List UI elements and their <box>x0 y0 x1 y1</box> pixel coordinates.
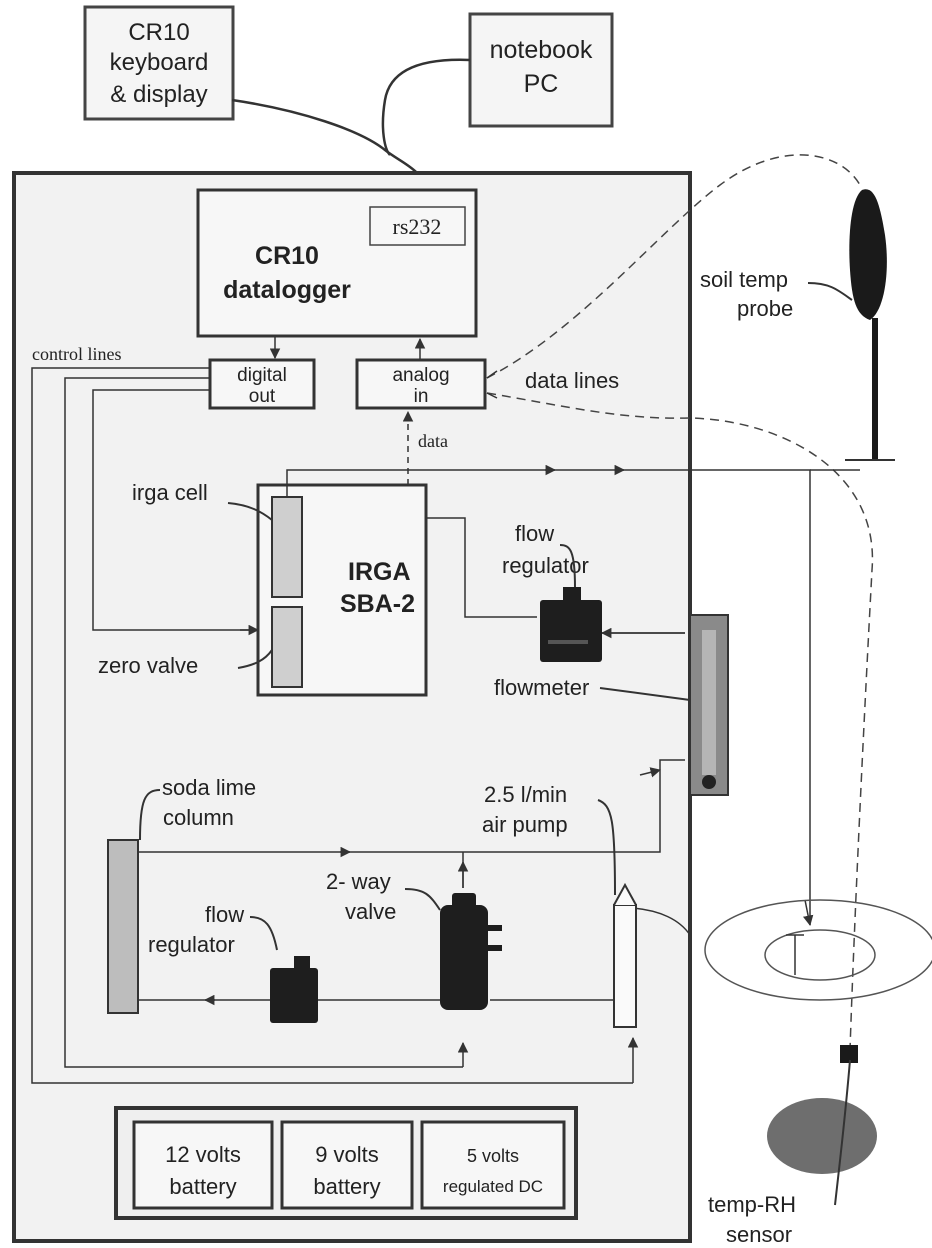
irga-title-2: SBA-2 <box>340 590 415 618</box>
zero-valve-label: zero valve <box>98 653 198 678</box>
power-9v: 9 volts battery <box>280 1120 414 1210</box>
keyboard-label-1: CR10 <box>128 19 189 46</box>
flow-regulator-top-leader <box>559 544 576 589</box>
control-lines <box>31 367 633 1084</box>
enclosure <box>12 171 692 1243</box>
flow-regulator-bottom-label-1: flow <box>205 902 244 927</box>
two-way-valve-label-1: 2- way <box>326 869 391 894</box>
digital-out-box: digital out <box>208 358 316 410</box>
flow-regulator-top <box>540 587 602 662</box>
flow-regulator-top-label-1: flow <box>515 521 554 546</box>
two-way-valve-label-2: valve <box>345 899 396 924</box>
control-lines-label: control lines <box>32 344 121 364</box>
power-12v: 12 volts battery <box>132 1120 274 1210</box>
air-pump <box>613 882 637 1028</box>
two-way-valve-leader <box>404 888 441 911</box>
digital-out-label-1: digital <box>237 365 287 386</box>
flow-regulator-bottom-leader <box>249 916 278 951</box>
two-way-valve <box>440 893 502 1010</box>
notebook-label-1: notebook <box>490 36 593 64</box>
pump-leader <box>597 799 616 896</box>
analog-in-box: analog in <box>355 358 487 410</box>
soil-probe-data-line <box>486 154 861 379</box>
power-12v-line2: battery <box>169 1174 236 1199</box>
data-line-head-2 <box>486 392 498 399</box>
keyboard-label-2: keyboard <box>110 49 209 76</box>
keyboard-display-box: CR10 keyboard & display <box>83 5 235 121</box>
keyboard-cable <box>231 98 430 191</box>
soda-lime-label-1: soda lime <box>162 775 256 800</box>
flowmeter-arrow <box>639 767 662 778</box>
soil-temp-probe <box>845 189 895 461</box>
data-label: data <box>418 431 448 451</box>
power-9v-line2: battery <box>313 1174 380 1199</box>
irga-cell-leader <box>227 502 273 521</box>
temp-rh-sensor <box>840 1045 858 1063</box>
irga-cell <box>271 496 303 598</box>
soda-lime-leader <box>139 789 161 841</box>
soil-chamber <box>704 899 932 1001</box>
power-5v: 5 volts regulated DC <box>420 1120 566 1210</box>
zero-valve-leader <box>237 649 273 669</box>
power-9v-line1: 9 volts <box>315 1142 379 1167</box>
zero-valve <box>271 606 303 688</box>
soil-temp-probe-label-1: soil temp <box>700 267 788 292</box>
analog-in-label-2: in <box>414 386 429 407</box>
notebook-label-2: PC <box>524 70 559 98</box>
data-lines-label: data lines <box>525 368 619 393</box>
temp-rh-leader <box>834 1059 851 1206</box>
temp-rh-label-1: temp-RH <box>708 1192 796 1217</box>
rs232-label: rs232 <box>393 214 442 239</box>
rs232-port <box>369 206 466 246</box>
flowmeter-label: flowmeter <box>494 675 589 700</box>
flow-regulator-bottom <box>270 956 318 1023</box>
cr10-datalogger: rs232 CR10 datalogger <box>196 188 478 338</box>
chamber-arrow <box>802 899 814 927</box>
keyboard-label-3: & display <box>110 81 207 108</box>
irga-title-1: IRGA <box>348 558 411 586</box>
data-line-head-1 <box>486 370 498 379</box>
pc-cable <box>381 58 471 156</box>
soil-temp-probe-label-2: probe <box>737 296 793 321</box>
flowmeter <box>689 614 729 796</box>
soda-lime-column <box>107 839 139 1014</box>
soil-temp-probe-leader <box>807 282 853 301</box>
pump-label-1: 2.5 l/min <box>484 782 567 807</box>
soda-lime-label-2: column <box>163 805 234 830</box>
power-12v-line1: 12 volts <box>165 1142 241 1167</box>
flowmeter-leader <box>599 687 691 701</box>
power-5v-line1: 5 volts <box>467 1146 519 1166</box>
irga-sba2: IRGA SBA-2 <box>256 483 428 697</box>
notebook-pc-box: notebook PC <box>468 12 614 128</box>
flow-regulator-top-label-2: regulator <box>502 553 589 578</box>
digital-out-label-2: out <box>249 386 276 407</box>
power-5v-line2: regulated DC <box>443 1177 543 1196</box>
soil-ellipse <box>767 1098 877 1174</box>
pump-label-2: air pump <box>482 812 568 837</box>
analog-in-label-1: analog <box>392 365 449 386</box>
irga-cell-label: irga cell <box>132 480 208 505</box>
datalogger-title-2: datalogger <box>223 276 351 304</box>
datalogger-title-1: CR10 <box>255 242 319 270</box>
flow-regulator-bottom-label-2: regulator <box>148 932 235 957</box>
temp-rh-label-2: sensor <box>726 1222 792 1247</box>
sensor-data-line <box>486 392 874 1051</box>
